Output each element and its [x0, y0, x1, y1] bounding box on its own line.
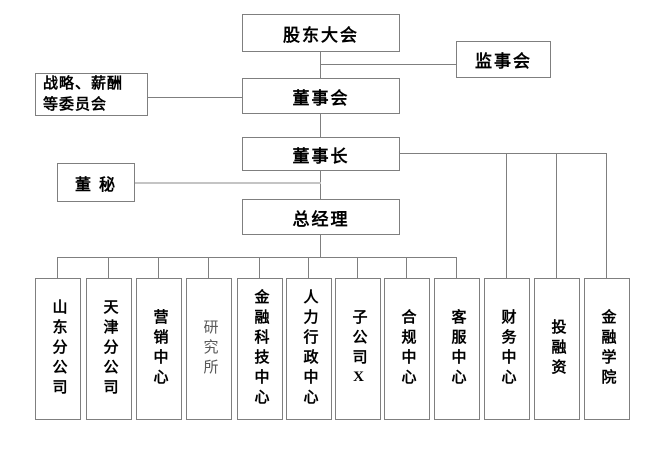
connector-to-supervisory-board	[321, 64, 456, 65]
dept-label-finance-center: 财务中心	[499, 309, 516, 389]
node-supervisory-board: 监事会	[456, 41, 551, 78]
connector-drop-research-institute	[208, 257, 209, 278]
connector-drop-marketing-center	[158, 257, 159, 278]
dept-box-compliance-center: 合规中心	[384, 278, 430, 420]
node-board-secretary: 董 秘	[57, 163, 135, 202]
node-chairman: 董事长	[242, 137, 400, 171]
dept-label-compliance-center: 合规中心	[399, 309, 416, 389]
node-board-secretary-label: 董 秘	[74, 176, 117, 194]
dept-box-hr-admin-center: 人力行政中心	[286, 278, 332, 420]
connector-secretary-line	[135, 182, 321, 184]
dept-box-investment-financing: 投融资	[534, 278, 580, 420]
connector-drop-customer-service-center	[456, 257, 457, 278]
connector-board-to-chairman	[320, 114, 321, 137]
connector-drop-subsidiary-x	[357, 257, 358, 278]
dept-label-investment-financing: 投融资	[549, 319, 566, 379]
dept-label-customer-service-center: 客服中心	[449, 309, 466, 389]
dept-box-marketing-center: 营销中心	[136, 278, 182, 420]
dept-box-fintech-center: 金融科技中心	[237, 278, 283, 420]
dept-box-finance-center: 财务中心	[484, 278, 530, 420]
connector-chairman-to-gm	[320, 171, 321, 199]
connector-drop-fintech-center	[259, 257, 260, 278]
connector-drop-finance-academy	[606, 153, 607, 278]
committee-label-line-1: 战略、薪酬	[43, 76, 124, 93]
node-strategy-compensation-committee: 战略、薪酬 等委员会	[35, 73, 148, 116]
node-board-of-directors: 董事会	[242, 78, 400, 114]
dept-label-subsidiary-x: 子公司X	[350, 308, 367, 390]
node-strategy-compensation-committee-label: 战略、薪酬 等委员会	[36, 74, 123, 115]
dept-label-finance-academy: 金融学院	[599, 309, 616, 389]
connector-chairman-right-branch	[400, 153, 607, 154]
node-board-of-directors-label: 董事会	[292, 88, 350, 108]
dept-box-subsidiary-x: 子公司X	[335, 278, 381, 420]
connector-drop-shandong-branch	[57, 257, 58, 278]
dept-label-research-institute: 研究所	[201, 319, 218, 379]
connector-drop-hr-admin-center	[308, 257, 309, 278]
connector-drop-tianjin-branch	[108, 257, 109, 278]
committee-label-line-2: 等委员会	[43, 96, 108, 113]
connector-shareholders-to-board	[320, 52, 321, 78]
connector-department-bus	[57, 257, 457, 258]
dept-box-research-institute: 研究所	[186, 278, 232, 420]
dept-box-tianjin-branch: 天津分公司	[86, 278, 132, 420]
dept-label-shandong-branch: 山东分公司	[50, 299, 67, 399]
connector-drop-investment-financing	[556, 153, 557, 278]
dept-box-shandong-branch: 山东分公司	[35, 278, 81, 420]
connector-committee-to-board	[148, 97, 242, 98]
connector-gm-to-bus	[320, 235, 321, 257]
node-general-manager: 总经理	[242, 199, 400, 235]
dept-label-fintech-center: 金融科技中心	[252, 289, 269, 409]
dept-label-hr-admin-center: 人力行政中心	[301, 289, 318, 409]
dept-label-tianjin-branch: 天津分公司	[101, 299, 118, 399]
dept-label-marketing-center: 营销中心	[151, 309, 168, 389]
connector-drop-finance-center	[506, 153, 507, 278]
node-supervisory-board-label: 监事会	[475, 52, 532, 71]
dept-box-finance-academy: 金融学院	[584, 278, 630, 420]
node-shareholders-meeting-label: 股东大会	[283, 25, 359, 45]
node-general-manager-label: 总经理	[292, 209, 350, 229]
node-shareholders-meeting: 股东大会	[242, 14, 400, 52]
connector-drop-compliance-center	[406, 257, 407, 278]
node-chairman-label: 董事长	[292, 146, 350, 166]
dept-box-customer-service-center: 客服中心	[434, 278, 480, 420]
